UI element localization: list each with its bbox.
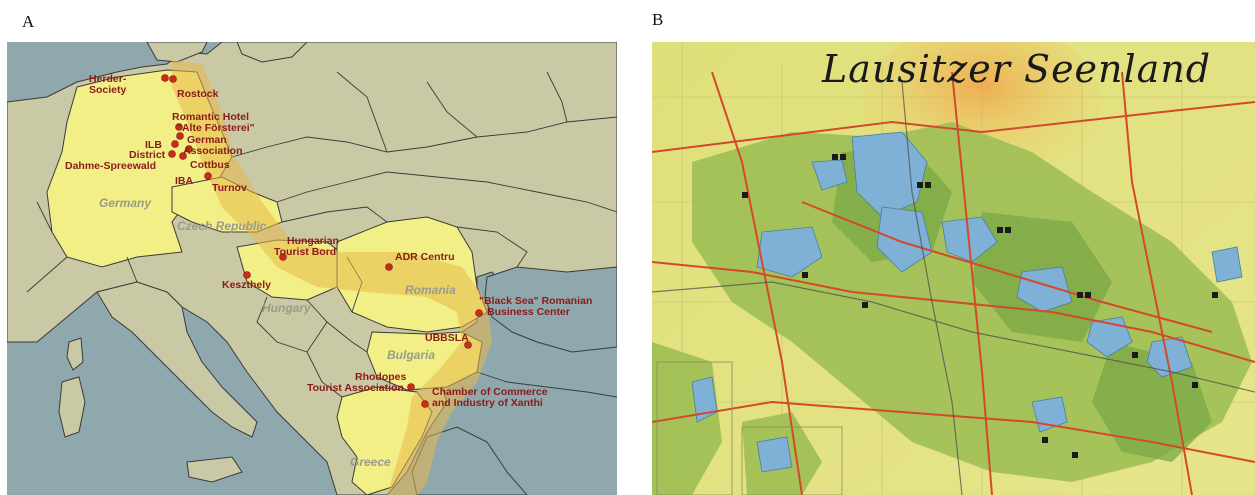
label-ilb: ILB: [145, 139, 162, 151]
label-iba: IBA: [175, 175, 194, 187]
panel-a-label: A: [22, 12, 35, 31]
dot-german-assoc[interactable]: [176, 132, 184, 140]
label-rostock: Rostock: [177, 88, 219, 100]
tourism-corridor: [172, 60, 492, 495]
dot-ilb[interactable]: [171, 140, 179, 148]
lake-7: [1146, 336, 1193, 378]
label-german-assoc: German Association: [183, 134, 243, 157]
dot-turnov[interactable]: [204, 172, 212, 180]
lake-2: [756, 226, 823, 278]
lake-6: [1086, 316, 1133, 358]
label-district: District Dahme-Spreewald: [65, 149, 168, 172]
country-label-greece: Greece: [350, 455, 391, 469]
sardinia: [58, 376, 86, 438]
location-dots: [161, 74, 483, 408]
country-label-bulgaria: Bulgaria: [387, 348, 435, 362]
black-sea: [484, 266, 617, 353]
corsica: [66, 337, 84, 371]
scandinavia-land: [146, 42, 208, 63]
label-adr: ADR Centru: [395, 251, 455, 263]
country-label-hungary: Hungary: [262, 301, 312, 315]
label-blacksea: "Black Sea" Romanian Business Center: [479, 295, 595, 318]
italy-land: [96, 281, 258, 438]
inset-frames: [656, 361, 843, 495]
dot-cottbus[interactable]: [179, 152, 187, 160]
europe-map-panel: Germany Czech Republic Hungary Romania B…: [7, 42, 617, 495]
sweden-land: [236, 42, 308, 63]
sicily: [186, 456, 243, 483]
dot-adr[interactable]: [385, 263, 393, 271]
dot-iba[interactable]: [185, 145, 193, 153]
label-herder: Herder- Society: [89, 73, 129, 96]
label-ubbsla: UBBSLA: [425, 332, 469, 344]
label-keszthely: Keszthely: [222, 279, 271, 291]
dot-romantic[interactable]: [175, 123, 183, 131]
label-cottbus: Cottbus: [190, 159, 230, 171]
lake-5: [1016, 266, 1073, 313]
dot-herder[interactable]: [161, 74, 169, 82]
lausitz-map-panel: Lausitzer Seenland: [652, 42, 1255, 495]
label-htb: Hungarian Tourist Bord: [274, 235, 342, 258]
label-chamber: Chamber of Commerce and Industry of Xant…: [432, 386, 550, 409]
dot-htb[interactable]: [279, 253, 287, 261]
dot-chamber[interactable]: [421, 400, 429, 408]
map-symbols: [742, 154, 1218, 458]
country-borders: [26, 71, 617, 398]
europe-map: Germany Czech Republic Hungary Romania B…: [7, 42, 617, 495]
roads: [652, 71, 1255, 495]
label-romantic: Romantic Hotel "Alte Försterei": [172, 111, 255, 134]
map-b-title: Lausitzer Seenland: [821, 47, 1211, 91]
lake-12: [811, 159, 848, 191]
dot-keszthely[interactable]: [243, 271, 251, 279]
lake-9: [756, 436, 793, 473]
railways: [652, 81, 1255, 495]
dot-ubbsla[interactable]: [464, 341, 472, 349]
country-label-czech: Czech Republic: [177, 219, 267, 233]
dot-blacksea[interactable]: [475, 309, 483, 317]
dot-district[interactable]: [168, 150, 176, 158]
lausitz-map: Lausitzer Seenland: [652, 42, 1255, 495]
label-turnov: Turnov: [212, 182, 247, 194]
lake-11: [1211, 246, 1243, 283]
country-label-romania: Romania: [405, 283, 456, 297]
label-rhodopes: Rhodopes Tourist Association: [307, 371, 409, 394]
panel-b-label: B: [652, 10, 664, 29]
country-label-germany: Germany: [99, 196, 152, 210]
dot-rostock[interactable]: [169, 75, 177, 83]
dot-rhodopes[interactable]: [407, 383, 415, 391]
